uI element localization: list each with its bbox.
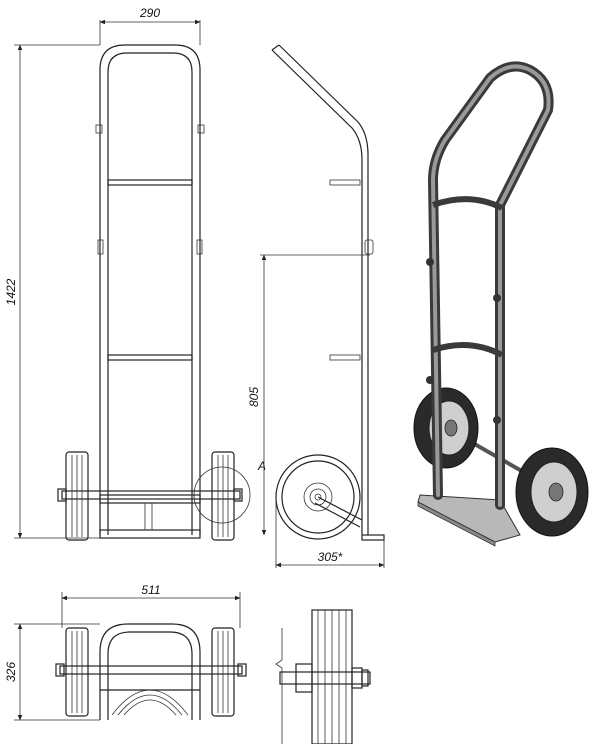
- front-view: [57, 44, 251, 541]
- dim-326-label: 326: [4, 662, 18, 682]
- dim-305-label: 305*: [318, 550, 343, 564]
- dim-511-label: 511: [141, 583, 160, 597]
- dim-805-label: 805: [247, 387, 261, 407]
- detail-a-circle: [193, 466, 251, 524]
- dim-805: 805: [247, 254, 370, 536]
- dim-1422: 1422: [4, 44, 100, 539]
- dim-1422-label: 1422: [4, 278, 18, 305]
- detail-a-label: A: [257, 459, 266, 473]
- dim-305: 305*: [275, 500, 385, 568]
- isometric-view: [413, 61, 589, 547]
- dim-290-label: 290: [139, 6, 160, 20]
- detail-a-view: [275, 609, 371, 744]
- dim-326: 326: [4, 623, 100, 721]
- dim-290: 290: [99, 6, 201, 45]
- side-view: [271, 44, 385, 541]
- top-view: [55, 623, 247, 720]
- dim-511: 511: [61, 583, 241, 628]
